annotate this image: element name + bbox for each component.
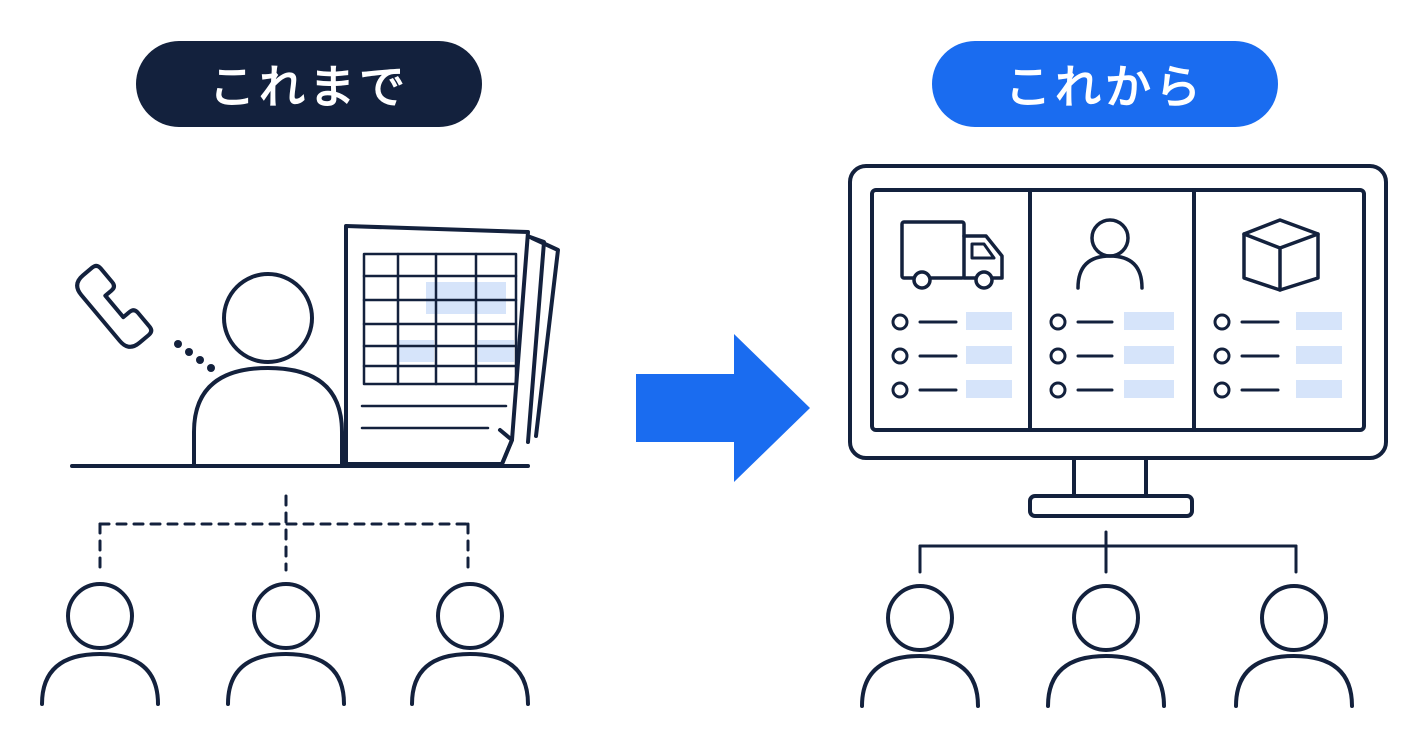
after-scene bbox=[848, 164, 1388, 708]
team-member-1 bbox=[40, 582, 160, 706]
phone-icon bbox=[75, 263, 154, 349]
after-label: これから bbox=[932, 41, 1278, 127]
spreadsheet-document-icon bbox=[344, 224, 560, 466]
dashed-hierarchy bbox=[98, 494, 470, 572]
panel-2-list bbox=[1049, 312, 1174, 399]
monitor-icon bbox=[848, 164, 1388, 518]
panel-1-list bbox=[891, 312, 1012, 399]
team-member-3 bbox=[410, 582, 530, 706]
truck-icon bbox=[900, 220, 1004, 290]
team-member-6 bbox=[1234, 584, 1354, 708]
team-member-2 bbox=[226, 582, 346, 706]
before-label: これまで bbox=[136, 41, 482, 127]
team-member-4 bbox=[860, 584, 980, 708]
phone-dots bbox=[174, 340, 215, 372]
person-icon bbox=[192, 272, 344, 468]
team-member-5 bbox=[1046, 584, 1166, 708]
person-icon bbox=[1076, 218, 1144, 290]
before-scene bbox=[40, 224, 560, 706]
box-icon bbox=[1242, 218, 1320, 292]
arrow-right-icon bbox=[636, 334, 810, 482]
panel-3-list bbox=[1213, 312, 1342, 399]
solid-hierarchy bbox=[918, 530, 1298, 574]
